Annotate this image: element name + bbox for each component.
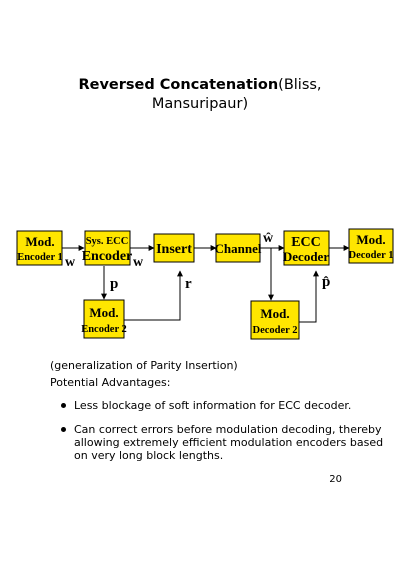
notes: (generalization of Parity Insertion) Pot… [50,357,238,391]
title-authors-start: (Bliss, [278,77,322,93]
page-number: 20 [329,474,342,485]
parity-insertion-note: (generalization of Parity Insertion) [50,359,238,372]
bullet-icon [61,427,66,432]
list-item: Can correct errors before modulation dec… [60,423,390,462]
block-label: Channel [215,241,262,256]
block-mod-decoder-1: Mod. Decoder 1 [348,228,394,264]
advantages-heading: Potential Advantages: [50,376,171,389]
signal-label-p: p [110,276,118,292]
signal-label-w-hat: ŵ [263,231,274,246]
block-label: Sys. ECC [86,236,129,247]
block-label: Encoder 2 [81,324,127,335]
signal-label-r: r [185,276,192,292]
arrow-p-hat-to-ecc-decoder [299,270,319,323]
block-label: Decoder 2 [253,325,298,336]
title-line-1: Reversed Concatenation(Bliss, [0,76,400,95]
arrow-r-to-insert [124,270,183,321]
signal-label-w: w [133,255,144,270]
block-label: Decoder [283,249,329,264]
block-channel: Channel [215,233,262,263]
block-label: Mod. [356,232,385,247]
block-label: Encoder 1 [17,252,63,263]
block-label: Insert [156,242,192,257]
block-label: Encoder [82,249,133,264]
block-diagram: Mod. Encoder 1 Sys. ECC Encoder Insert C… [16,228,394,340]
block-mod-encoder-1: Mod. Encoder 1 [16,230,63,266]
block-mod-decoder-2: Mod. Decoder 2 [250,300,300,340]
block-label: Mod. [260,306,289,321]
block-label: Mod. [25,234,54,249]
block-mod-encoder-2: Mod. Encoder 2 [81,299,127,339]
block-sys-ecc-encoder: Sys. ECC Encoder [82,230,133,266]
block-ecc-decoder: ECC Decoder [283,230,330,266]
signal-label-p-hat: p̂ [322,274,330,290]
slide-title: Reversed Concatenation(Bliss, Mansuripau… [0,76,400,114]
block-label: ECC [291,235,321,250]
block-label: Decoder 1 [349,250,394,261]
signal-label-w: w [65,255,76,270]
block-insert: Insert [153,233,195,263]
advantages-list: Less blockage of soft information for EC… [60,399,390,473]
bullet-icon [61,403,66,408]
title-bold: Reversed Concatenation [78,77,279,93]
list-item: Less blockage of soft information for EC… [60,399,390,412]
advantage-text: Can correct errors before modulation dec… [74,423,384,462]
title-line-2: Mansuripaur) [151,96,249,112]
advantage-text: Less blockage of soft information for EC… [74,399,352,412]
block-label: Mod. [89,305,118,320]
connectors [62,245,350,323]
